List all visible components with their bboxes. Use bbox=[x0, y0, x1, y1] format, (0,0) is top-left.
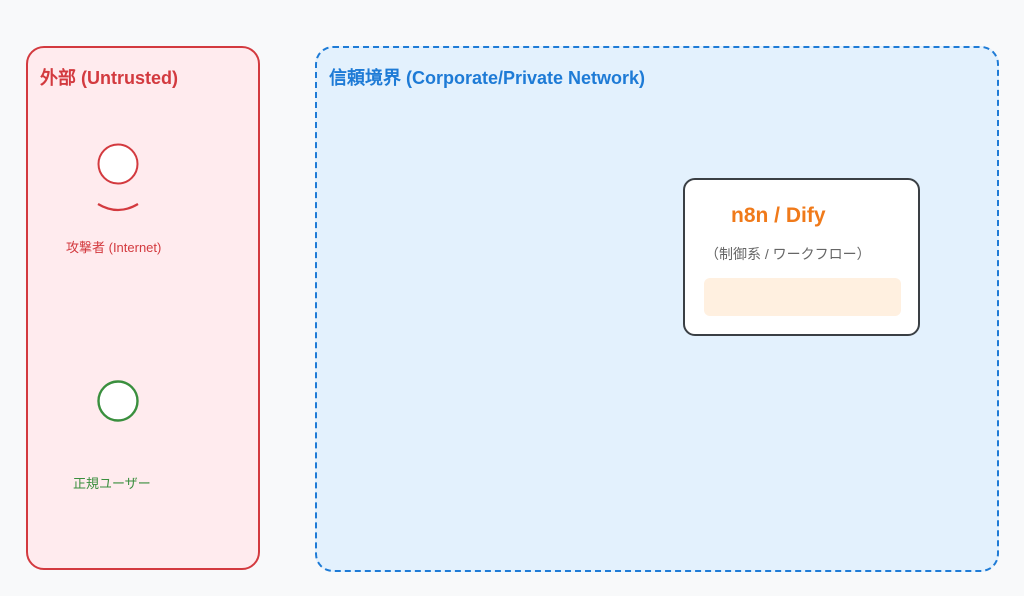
attacker-label: 攻撃者 (Internet) bbox=[66, 240, 162, 255]
user-label: 正規ユーザー bbox=[73, 476, 151, 491]
untrusted-zone: 外部 (Untrusted) bbox=[26, 46, 260, 570]
trusted-zone-title: 信頼境界 (Corporate/Private Network) bbox=[329, 68, 646, 88]
node-content-bar bbox=[704, 278, 901, 316]
n8n-dify-node: n8n / Dify （制御系 / ワークフロー） bbox=[683, 178, 920, 336]
node-title: n8n / Dify bbox=[731, 204, 826, 227]
untrusted-zone-title: 外部 (Untrusted) bbox=[40, 68, 178, 88]
attacker-icon bbox=[97, 143, 139, 212]
user-icon bbox=[97, 380, 139, 422]
node-subtitle: （制御系 / ワークフロー） bbox=[705, 246, 871, 262]
